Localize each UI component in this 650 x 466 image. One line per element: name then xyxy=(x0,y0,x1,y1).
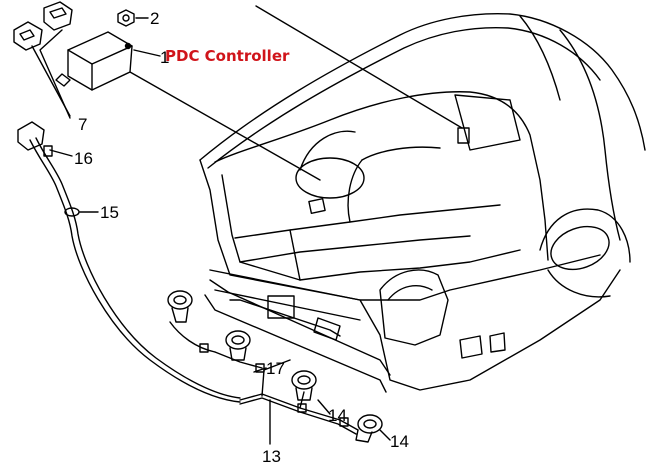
sensor-connector-2 xyxy=(225,330,251,361)
sensor-connector-4 xyxy=(355,414,383,443)
wiring-harness xyxy=(17,121,383,443)
callout-13: 13 xyxy=(262,447,281,466)
callout-14b: 14 xyxy=(390,432,409,451)
callout-7: 7 xyxy=(78,115,87,134)
callout-16: 16 xyxy=(74,149,93,168)
sensor-connector-3 xyxy=(291,370,317,401)
pdc-controller-module xyxy=(13,1,135,91)
callout-15: 15 xyxy=(100,203,119,222)
callout-14a: 14 xyxy=(328,406,347,425)
callout-1: 1 xyxy=(160,48,169,67)
pdc-controller-label: PDC Controller xyxy=(165,47,290,65)
callout-2: 2 xyxy=(150,9,159,28)
sensor-connector-1 xyxy=(167,290,193,323)
hex-nut-icon xyxy=(117,9,135,27)
leader-lines xyxy=(31,5,463,445)
callout-17: 17 xyxy=(266,359,285,378)
